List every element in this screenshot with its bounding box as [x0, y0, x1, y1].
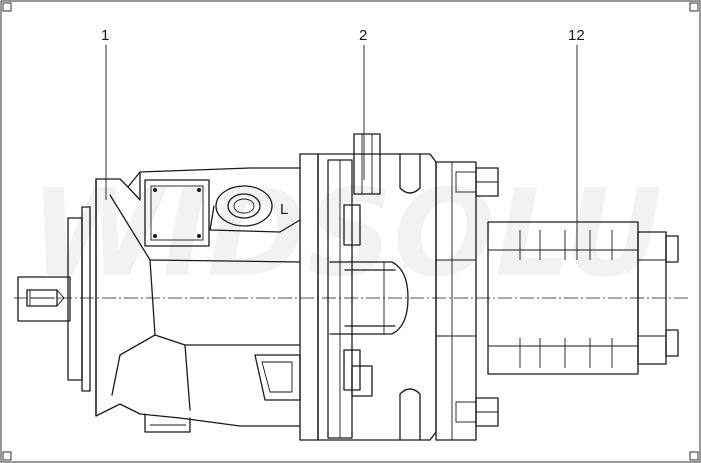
drive-shaft	[17, 276, 71, 322]
callout-1-label: 1	[101, 27, 109, 44]
watermark-text: WIDSOLU	[30, 165, 662, 304]
callout-1-group: 1	[101, 27, 109, 200]
end-plate	[435, 161, 499, 441]
auxiliary-pump	[487, 221, 679, 375]
mounting-flange	[67, 206, 91, 392]
callout-12-group: 12	[568, 27, 585, 260]
port-label-l: L	[280, 201, 288, 218]
callout-2-label: 2	[359, 27, 367, 44]
callout-12-label: 12	[568, 27, 585, 44]
callout-2-group: 2	[359, 27, 367, 180]
